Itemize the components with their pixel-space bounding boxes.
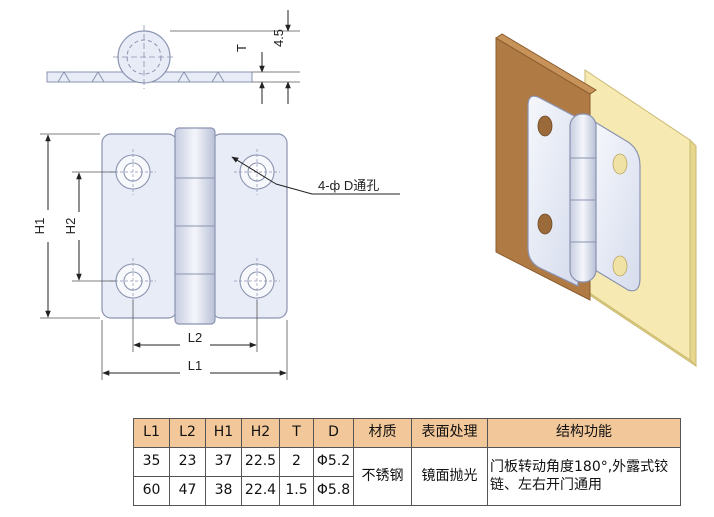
cell-function: 门板转动角度180°,外露式铰链、左右开门通用	[487, 447, 681, 506]
header-h2: H2	[241, 418, 280, 448]
cell-l2: 47	[169, 476, 206, 506]
cell-material: 不锈钢	[353, 447, 412, 506]
cell-surface: 镜面抛光	[411, 447, 488, 506]
spec-table: L1 L2 H1 H2 T D 材质 表面处理 结构功能 35 23 37 22…	[133, 418, 681, 506]
cell-t: 1.5	[279, 476, 314, 506]
t-label: T	[234, 44, 249, 52]
frame-panel-edge	[689, 138, 697, 368]
header-surface: 表面处理	[411, 418, 488, 448]
hinge-left-leaf-3d	[527, 95, 579, 287]
cell-d: Φ5.2	[313, 447, 354, 477]
hole-callout-label: 4-ф D通孔	[318, 178, 379, 193]
hinge-right-leaf-3d	[594, 120, 641, 292]
cell-h2: 22.4	[241, 476, 280, 506]
t-dimension-value: 4.5	[271, 29, 286, 47]
cell-h1: 38	[205, 476, 242, 506]
table-row: 35 23 37 22.5 2 Φ5.2 不锈钢 镜面抛光 门板转动角度180°…	[133, 447, 681, 506]
front-view: H1 H2 L2 L1 4-ф D通孔	[32, 127, 400, 380]
header-t: T	[279, 418, 314, 448]
table-header-row: L1 L2 H1 H2 T D 材质 表面处理 结构功能	[133, 418, 681, 448]
cell-l1: 60	[133, 476, 170, 506]
header-l1: L1	[133, 418, 170, 448]
header-material: 材质	[353, 418, 412, 448]
cell-l2: 23	[169, 447, 206, 477]
cell-h2: 22.5	[241, 447, 280, 477]
hinge-3d-illustration	[495, 33, 697, 368]
header-h1: H1	[205, 418, 242, 448]
cell-h1: 37	[205, 447, 242, 477]
cell-l1: 35	[133, 447, 170, 477]
table-row: 60 47 38 22.4 1.5 Φ5.8	[133, 476, 681, 506]
hinge-knuckle-3d	[569, 113, 597, 283]
cell-d: Φ5.8	[313, 476, 354, 506]
cell-t: 2	[279, 447, 314, 477]
header-d: D	[313, 418, 354, 448]
hinge-technical-drawing: T 4.5 H1	[32, 10, 697, 380]
header-function: 结构功能	[487, 418, 681, 448]
h2-label: H2	[63, 218, 78, 235]
header-l2: L2	[169, 418, 206, 448]
h1-label: H1	[32, 218, 47, 235]
l1-label: L1	[188, 358, 202, 373]
l2-label: L2	[188, 330, 202, 345]
side-view: T 4.5	[46, 10, 300, 104]
